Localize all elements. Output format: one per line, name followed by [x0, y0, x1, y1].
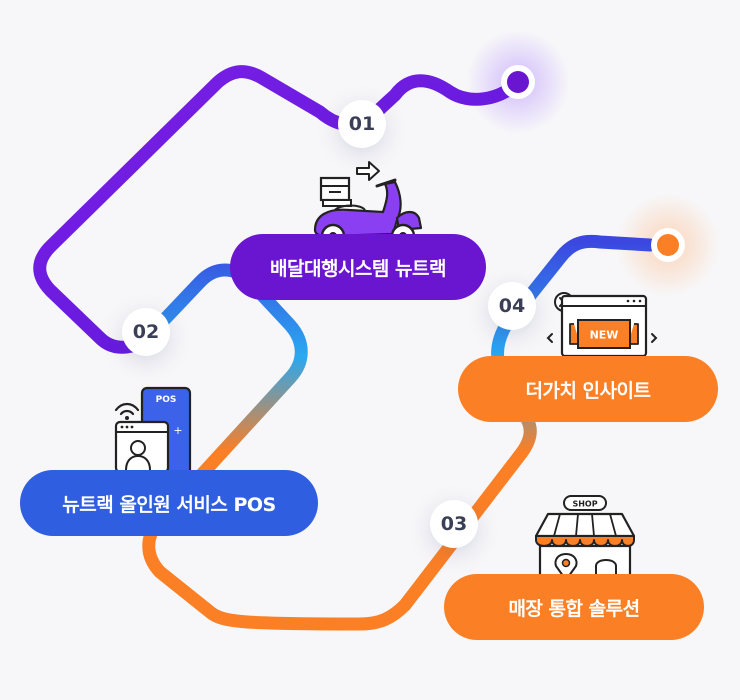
step-03-label-pill: 매장 통합 솔루션	[444, 574, 704, 640]
path-purple	[33, 65, 525, 354]
path-blue-orange	[138, 234, 657, 631]
shop-sign-label: SHOP	[572, 500, 597, 509]
step-02-label: 뉴트랙 올인원 서비스 POS	[62, 493, 276, 516]
step-04-label-pill: 더가치 인사이트	[458, 356, 718, 422]
step-04-label: 더가치 인사이트	[525, 379, 651, 402]
pos-device-label: POS	[156, 395, 177, 405]
step-number-text: 04	[498, 295, 526, 317]
step-number-text: 02	[132, 321, 160, 343]
plus-icon: +	[173, 424, 182, 437]
step-number-03: 03	[430, 500, 478, 548]
step-number-01: 01	[338, 100, 386, 148]
step-number-text: 03	[440, 513, 468, 535]
step-03-label: 매장 통합 솔루션	[508, 597, 640, 620]
new-banner-label: NEW	[590, 329, 619, 342]
new-window-icon: NEW	[546, 292, 658, 358]
step-number-text: 01	[348, 113, 376, 135]
end-dot-core	[657, 234, 679, 256]
start-dot-core	[507, 71, 529, 93]
step-number-04: 04	[488, 282, 536, 330]
step-02-label-pill: 뉴트랙 올인원 서비스 POS	[20, 470, 318, 536]
pos-terminal-icon: POS +	[114, 386, 192, 478]
step-number-02: 02	[122, 308, 170, 356]
step-01-label: 배달대행시스템 뉴트랙	[270, 257, 446, 280]
step-01-label-pill: 배달대행시스템 뉴트랙	[230, 234, 486, 300]
